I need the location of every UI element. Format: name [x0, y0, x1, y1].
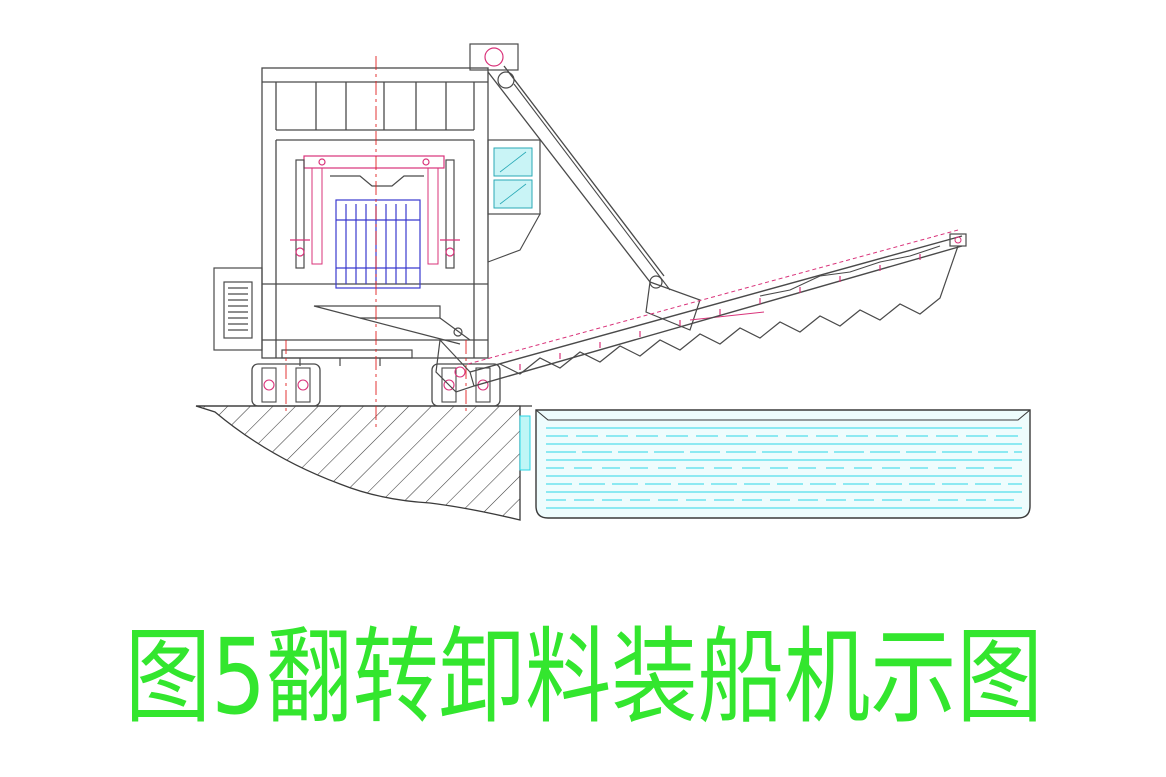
control-cabinet — [213, 267, 263, 351]
container-crate — [335, 199, 421, 289]
tipping-cradle — [290, 155, 460, 269]
cargo-barge — [535, 409, 1031, 519]
figure-caption: 图5翻转卸料装船机示图 — [124, 616, 1043, 738]
undercarriage — [281, 349, 413, 366]
center-lines — [285, 56, 467, 430]
discharge-chute — [313, 305, 471, 345]
operator-cabin — [487, 139, 541, 263]
left-wheel-bogie — [251, 363, 321, 407]
barge-water-lines — [546, 427, 1022, 509]
lifting-mast — [469, 43, 765, 331]
conveyor-boom — [435, 229, 967, 393]
wharf-ground — [195, 405, 532, 521]
